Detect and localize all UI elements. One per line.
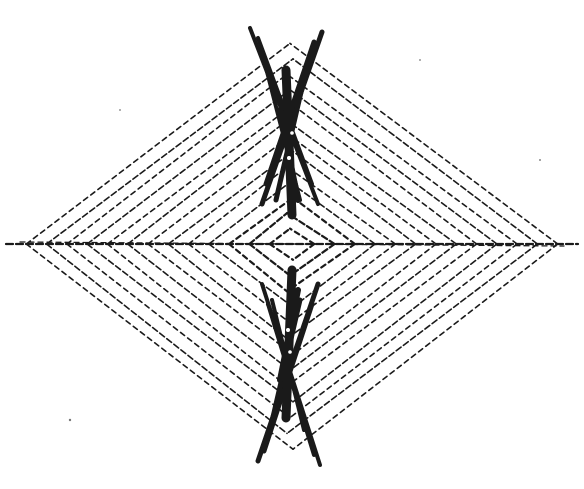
envelope-chord-upper-left xyxy=(107,105,293,244)
envelope-chord-lower-left xyxy=(47,244,287,433)
envelope-chord-upper-right xyxy=(290,90,497,244)
envelope-chord-lower-right xyxy=(293,244,375,307)
print-speck xyxy=(119,109,121,111)
print-speck xyxy=(286,328,290,332)
envelope-chord-lower-right xyxy=(287,244,537,433)
envelope-chord-lower-left xyxy=(249,244,290,276)
envelope-chord-lower-right xyxy=(293,244,558,449)
envelope-chord-lower-right xyxy=(290,244,517,418)
envelope-chord-upper-right xyxy=(290,182,375,244)
envelope-chord-upper-left xyxy=(67,74,287,244)
envelope-chord-lower-left xyxy=(270,244,293,260)
envelope-chord-upper-right xyxy=(290,229,314,244)
envelope-chord-upper-left xyxy=(47,59,293,244)
envelope-chord-lower-right xyxy=(290,244,395,323)
envelope-chord-lower-right xyxy=(287,244,477,386)
envelope-chord-lower-right xyxy=(290,244,335,276)
envelope-chord-lower-left xyxy=(107,244,287,386)
envelope-chord-group xyxy=(6,28,578,465)
envelope-chord-lower-left xyxy=(87,244,293,402)
envelope-chord-lower-left xyxy=(26,244,293,449)
envelope-chord-upper-right xyxy=(293,105,477,244)
envelope-chord-upper-right xyxy=(290,43,558,244)
print-speck xyxy=(419,59,421,61)
envelope-chord-upper-left xyxy=(26,43,290,244)
envelope-chord-lower-left xyxy=(67,244,290,418)
print-speck xyxy=(287,156,291,160)
envelope-chord-lower-left xyxy=(209,244,293,307)
print-speck xyxy=(539,159,541,161)
print-speck xyxy=(290,131,294,135)
envelope-chord-lower-right xyxy=(293,244,314,260)
envelope-chord-lower-right xyxy=(290,244,456,370)
envelope-chord-lower-left xyxy=(128,244,290,370)
envelope-chord-upper-left xyxy=(270,229,290,244)
print-speck xyxy=(69,419,71,421)
envelope-chord-upper-left xyxy=(249,213,287,244)
envelope-chord-upper-left xyxy=(128,121,287,244)
print-speck xyxy=(288,350,292,354)
envelope-chord-lower-right xyxy=(293,244,497,402)
